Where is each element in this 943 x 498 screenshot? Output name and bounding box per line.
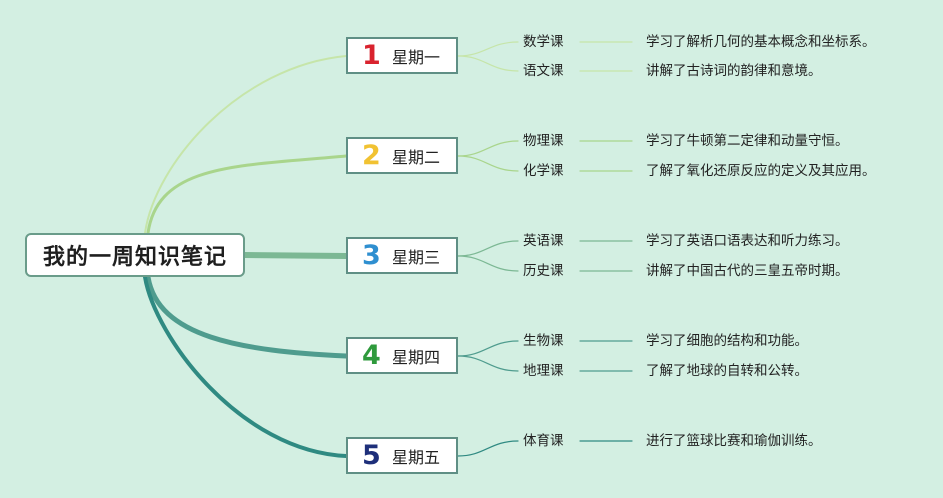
subject-link bbox=[457, 255, 519, 272]
day-label: 星期二 bbox=[392, 147, 441, 167]
subject-link bbox=[457, 140, 519, 157]
subject-physics[interactable]: 物理课 bbox=[523, 133, 564, 149]
subject-pe[interactable]: 体育课 bbox=[523, 433, 564, 449]
day-number: 5 bbox=[362, 440, 381, 471]
day-node-thursday[interactable]: 4 星期四 bbox=[346, 337, 458, 374]
branch-line-day-3 bbox=[242, 252, 349, 259]
branch-line-day-4 bbox=[145, 274, 349, 359]
subject-history[interactable]: 历史课 bbox=[523, 263, 564, 279]
day-label: 星期五 bbox=[392, 447, 441, 467]
subject-link bbox=[457, 340, 519, 357]
subject-link bbox=[457, 240, 519, 257]
note-chinese[interactable]: 讲解了古诗词的韵律和意境。 bbox=[646, 63, 822, 79]
note-biology[interactable]: 学习了细胞的结构和功能。 bbox=[646, 333, 808, 349]
subject-chinese[interactable]: 语文课 bbox=[523, 63, 564, 79]
note-history[interactable]: 讲解了中国古代的三皇五帝时期。 bbox=[646, 263, 849, 279]
note-physics[interactable]: 学习了牛顿第二定律和动量守恒。 bbox=[646, 133, 849, 149]
day-label: 星期三 bbox=[392, 247, 441, 267]
subject-link bbox=[457, 41, 519, 57]
day-number: 2 bbox=[362, 140, 381, 171]
branch-line-day-5 bbox=[143, 275, 348, 458]
day-label: 星期一 bbox=[392, 47, 441, 67]
subject-link bbox=[457, 440, 519, 457]
subject-link bbox=[457, 155, 519, 172]
day-node-tuesday[interactable]: 2 星期二 bbox=[346, 137, 458, 174]
root-title: 我的一周知识笔记 bbox=[42, 245, 227, 270]
day-node-monday[interactable]: 1 星期一 bbox=[346, 37, 458, 74]
subject-geography[interactable]: 地理课 bbox=[523, 363, 564, 379]
note-math[interactable]: 学习了解析几何的基本概念和坐标系。 bbox=[646, 34, 876, 50]
subject-link bbox=[457, 355, 519, 372]
subject-biology[interactable]: 生物课 bbox=[523, 333, 564, 349]
day-number: 3 bbox=[362, 240, 381, 271]
root-node[interactable]: 我的一周知识笔记 bbox=[25, 233, 245, 277]
subject-math[interactable]: 数学课 bbox=[523, 34, 564, 50]
day-number: 4 bbox=[362, 340, 381, 371]
note-chemistry[interactable]: 了解了氧化还原反应的定义及其应用。 bbox=[646, 163, 876, 179]
day-node-friday[interactable]: 5 星期五 bbox=[346, 437, 458, 474]
subject-chemistry[interactable]: 化学课 bbox=[523, 163, 564, 179]
note-pe[interactable]: 进行了篮球比赛和瑜伽训练。 bbox=[646, 433, 822, 449]
subject-link bbox=[457, 55, 519, 72]
branch-line-day-1 bbox=[144, 55, 347, 234]
subject-english[interactable]: 英语课 bbox=[523, 233, 564, 249]
note-english[interactable]: 学习了英语口语表达和听力练习。 bbox=[646, 233, 849, 249]
branch-line-day-2 bbox=[146, 154, 348, 235]
day-node-wednesday[interactable]: 3 星期三 bbox=[346, 237, 458, 274]
day-number: 1 bbox=[362, 40, 381, 71]
note-geography[interactable]: 了解了地球的自转和公转。 bbox=[646, 363, 808, 379]
day-label: 星期四 bbox=[392, 347, 441, 367]
